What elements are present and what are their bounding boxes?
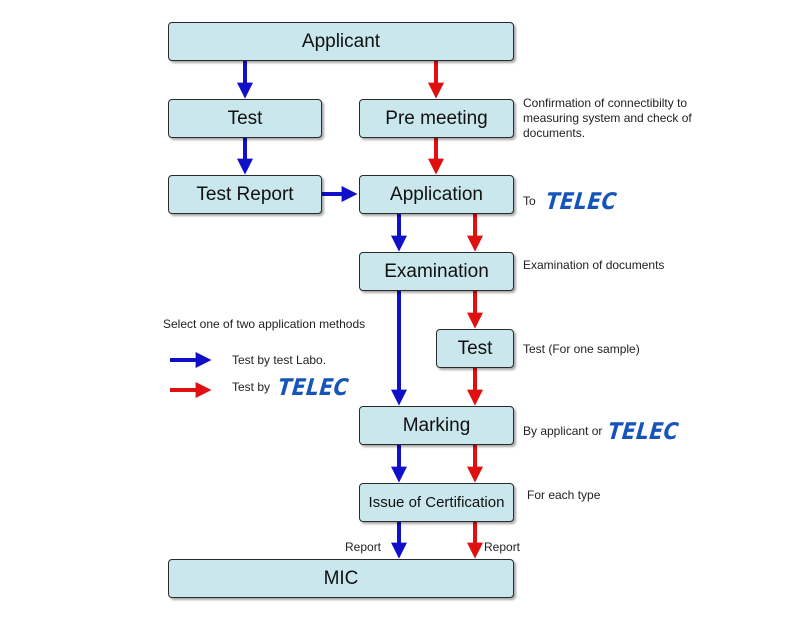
marking-note-by: By applicant or xyxy=(523,424,603,438)
marking-box: Marking xyxy=(359,406,514,445)
pre-meeting-note-line2: measuring system and check of xyxy=(523,111,692,125)
examination-note: Examination of documents xyxy=(523,258,665,272)
marking-note: By applicant or TELEC xyxy=(523,417,681,445)
application-note-to: To xyxy=(523,194,536,208)
issue-note: For each type xyxy=(527,488,601,502)
issue-of-certification-box: Issue of Certification xyxy=(359,483,514,522)
test-sample-note: Test (For one sample) xyxy=(523,342,640,356)
report-label-right: Report xyxy=(484,540,521,554)
telec-logo: TELEC xyxy=(607,417,681,445)
examination-box: Examination xyxy=(359,252,514,291)
telec-logo: TELEC xyxy=(544,187,619,215)
application-box: Application xyxy=(359,175,514,214)
report-label-left: Report xyxy=(345,540,382,554)
pre-meeting-note-line1: Confirmation of connectibilty to xyxy=(523,96,688,110)
legend-title: Select one of two application methods xyxy=(163,317,366,331)
test-report-box: Test Report xyxy=(168,175,322,214)
mic-box: MIC xyxy=(168,559,514,598)
test-box-center: Test xyxy=(436,329,514,368)
pre-meeting-box: Pre meeting xyxy=(359,99,514,138)
application-note: To TELEC xyxy=(523,187,619,215)
legend-blue-label: Test by test Labo. xyxy=(232,353,327,367)
test-box-left: Test xyxy=(168,99,322,138)
pre-meeting-note-line3: documents. xyxy=(523,126,586,140)
legend-red-label: Test by xyxy=(232,380,271,394)
telec-logo: TELEC xyxy=(276,373,351,401)
pre-meeting-note: Confirmation of connectibilty to measuri… xyxy=(523,96,692,141)
legend-red-row: Test by TELEC xyxy=(232,373,351,401)
applicant-box: Applicant xyxy=(168,22,514,61)
